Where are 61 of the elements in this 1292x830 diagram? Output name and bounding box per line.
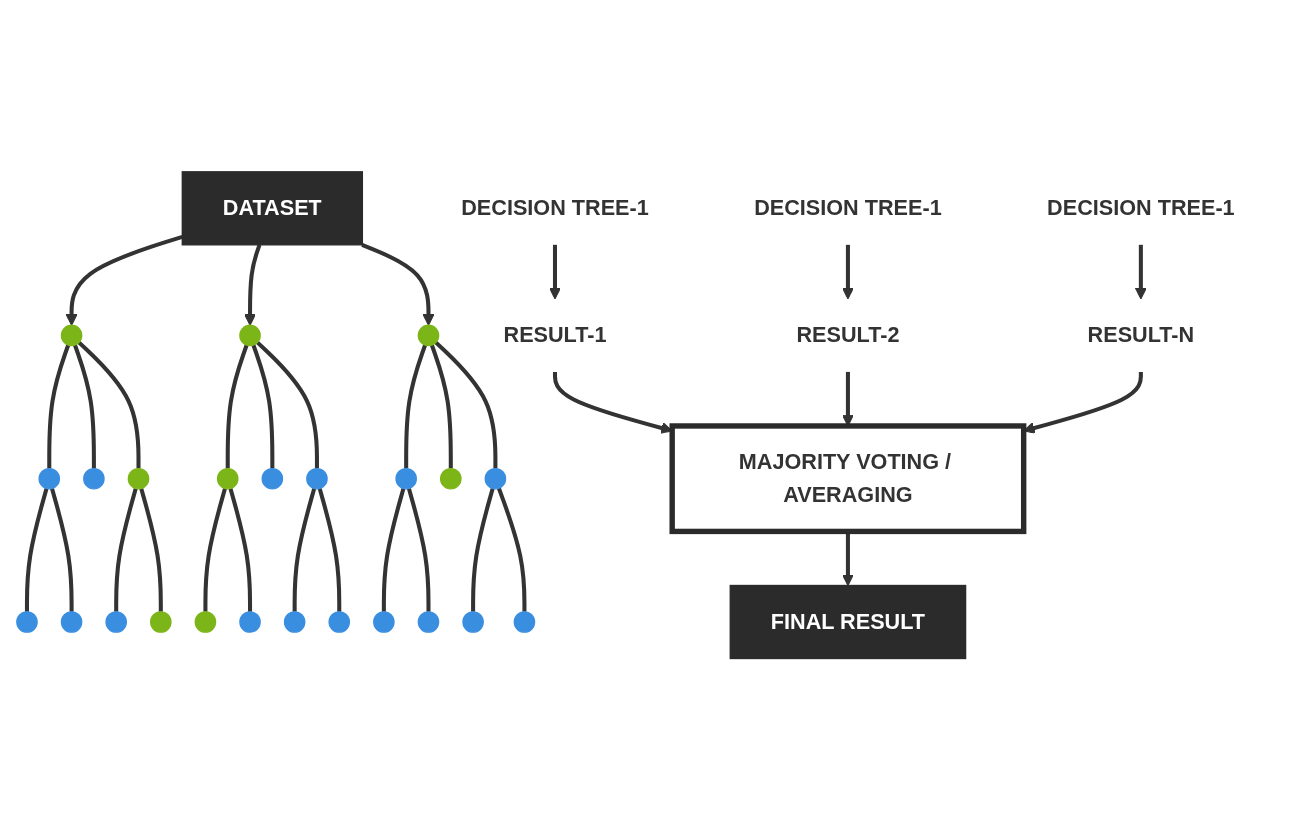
- node-box: FINAL RESULT: [729, 584, 967, 659]
- arrow: [842, 244, 854, 300]
- connector: [77, 340, 141, 469]
- node-text: RESULT-2: [796, 323, 900, 347]
- connector: [381, 487, 406, 612]
- node-circle: [60, 611, 83, 633]
- node-box: DATASET: [181, 171, 364, 246]
- node-text: DECISION TREE-1: [1047, 195, 1235, 219]
- node-circle: [513, 611, 536, 633]
- node-circle: [395, 467, 417, 490]
- node-circle: [239, 324, 261, 347]
- node-circle: [306, 467, 328, 490]
- node-circle: [328, 611, 351, 633]
- node-circle: [216, 467, 239, 490]
- node-box: MAJORITY VOTING / AVERAGING: [669, 423, 1027, 534]
- node-text: DECISION TREE-1: [461, 195, 649, 219]
- connector: [203, 487, 227, 612]
- node-circle: [373, 611, 395, 633]
- connector: [317, 487, 342, 612]
- node-circle: [283, 611, 306, 633]
- node-circle: [83, 467, 105, 490]
- connector: [429, 344, 453, 469]
- connector: [471, 487, 495, 612]
- node-circle: [261, 467, 284, 490]
- node-circle: [127, 467, 150, 490]
- node-circle: [150, 611, 172, 633]
- connector: [496, 487, 527, 612]
- connector: [24, 487, 49, 612]
- connector: [256, 340, 319, 469]
- node-circle: [60, 324, 83, 347]
- connector: [73, 344, 96, 469]
- arrow: [549, 244, 561, 300]
- node-circle: [194, 611, 217, 633]
- connector: [225, 344, 249, 469]
- connector: [292, 487, 317, 612]
- node-text: DECISION TREE-1: [754, 195, 942, 219]
- connector: [406, 487, 431, 612]
- connector: [404, 344, 428, 469]
- connector: [47, 344, 71, 469]
- node-circle: [417, 611, 440, 633]
- node-circle: [484, 467, 507, 490]
- node-circle: [105, 611, 127, 633]
- connector: [228, 487, 253, 612]
- node-circle: [16, 611, 38, 633]
- node-circle: [462, 611, 484, 633]
- connector: [434, 340, 498, 469]
- node-circle: [38, 467, 61, 490]
- node-text: RESULT-N: [1087, 323, 1195, 347]
- connector: [139, 487, 163, 612]
- node-circle: [417, 324, 440, 347]
- connector: [114, 487, 138, 612]
- node-circle: [239, 611, 261, 633]
- node-circle: [439, 467, 462, 490]
- arrow: [361, 242, 435, 326]
- arrow: [1134, 244, 1147, 300]
- connector: [251, 344, 275, 469]
- arrow: [65, 234, 183, 326]
- connector: [50, 487, 74, 612]
- arrow: [1023, 371, 1143, 434]
- arrow: [244, 244, 262, 326]
- node-text: RESULT-1: [503, 323, 607, 347]
